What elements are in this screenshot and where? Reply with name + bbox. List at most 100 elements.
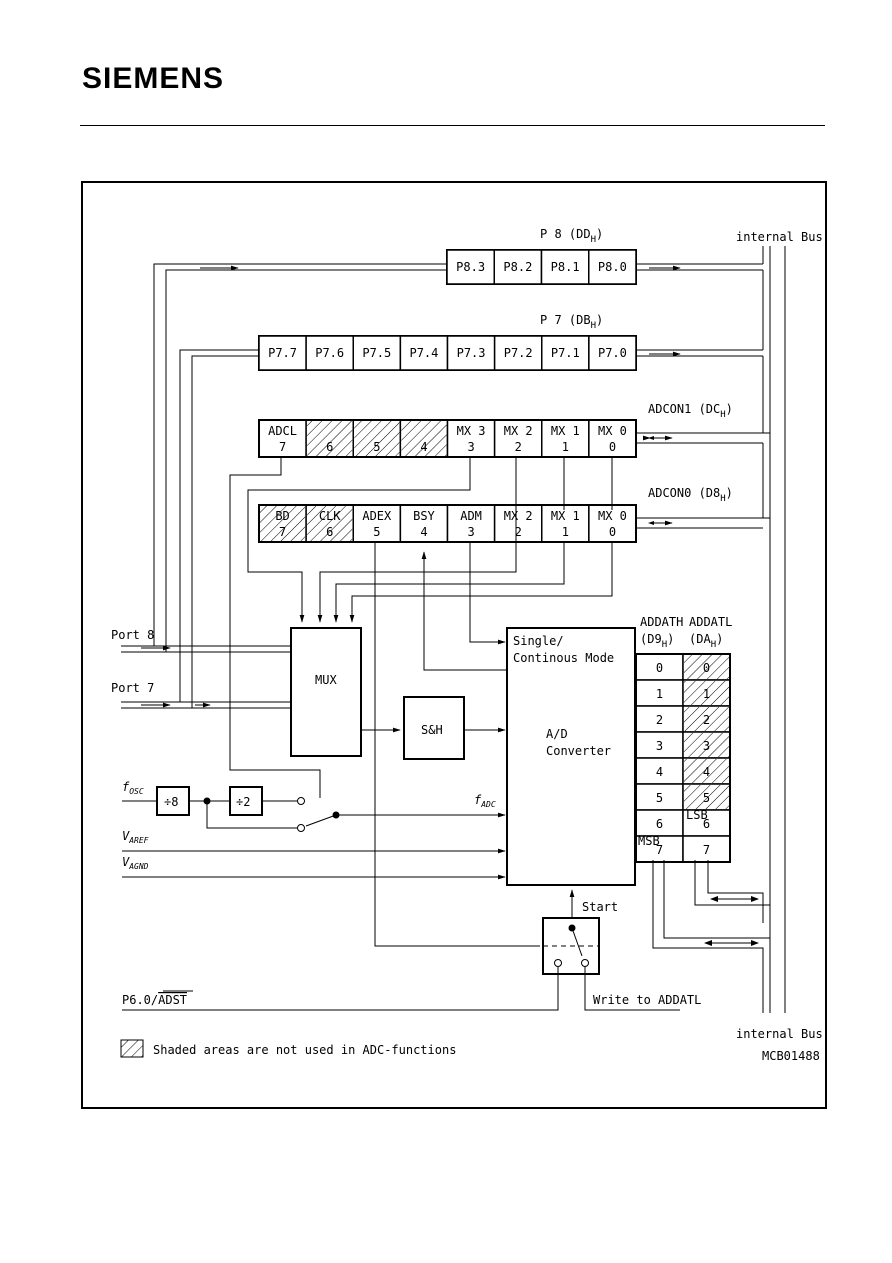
addath-cell: 7 [635,835,684,863]
adcon1-bit-cell-bit: 7 [279,440,286,454]
addath-cell: 4 [635,757,684,785]
p7-title: P 7 (DBH) [540,313,603,331]
addath-bit: 4 [656,765,663,779]
shaded-area [684,655,729,679]
converter-label-line1: A/D [546,727,568,741]
adcon0-bit-cell-bit: 1 [562,525,569,539]
p7-bit-cell: P7.6 [305,335,354,371]
p7-bit-cell-label: P7.3 [457,346,486,360]
addatl-bit: 1 [703,687,710,701]
adcon0-bit-cell: CLK 6 [305,504,354,543]
p7-bit-cell-label: P7.4 [409,346,438,360]
shaded-area [307,421,353,456]
shaded-area [354,421,400,456]
adcon1-bit-cell: 4 [399,419,449,458]
addatl-cell: 0 [682,653,731,681]
adcon1-bit-cell-name: MX 0 [598,424,627,438]
p8-bit-cell: P8.2 [493,249,543,285]
addath-bit: 3 [656,739,663,753]
addatl-bit: 6 [703,817,710,831]
adcon1-bit-cell-bit: 5 [373,440,380,454]
adcon0-bit-cell-name: CLK [319,509,341,523]
adcon0-bit-cell-name: MX 1 [551,509,580,523]
shaded-area [684,785,729,809]
p8-bit-cell-label: P8.2 [503,260,532,274]
p8-title: P 8 (DDH) [540,227,603,245]
mux-label: MUX [315,673,337,687]
port7-lines: Port 7 [111,349,290,709]
adm-line [469,542,506,645]
adcon1-bit-cell-bit: 0 [609,440,616,454]
sh-label: S&H [421,723,443,737]
addatl-cell: 7 [682,835,731,863]
figure-code: MCB01488 [762,1049,820,1063]
div2-label: ÷2 [236,795,250,809]
port7-label: Port 7 [111,681,154,695]
ad-converter-block [506,627,636,886]
sample-hold-block [403,696,465,760]
addath-address: (D9H) [640,632,674,650]
p7-bit-cell: P7.1 [541,335,590,371]
div8-label: ÷8 [164,795,178,809]
adcon0-bit-cell: MX 1 1 [541,504,590,543]
shaded-area [260,506,306,541]
adcon1-bit-cell-name: MX 3 [457,424,486,438]
vagnd-label: VAGND [122,855,149,871]
addath-bit: 6 [656,817,663,831]
adcon1-bit-cell-name: ADCL [268,424,297,438]
msb-marker: MSB [638,834,660,848]
addatl-bit: 7 [703,843,710,857]
fadc-label: fADC [474,793,496,809]
addath-bit: 2 [656,713,663,727]
port8-label: Port 8 [111,628,154,642]
adcon0-bit-cell-bit: 0 [609,525,616,539]
adcon1-bus-connection [636,432,770,518]
addath-cell: 6 [635,809,684,837]
p8-bit-cell-label: P8.1 [551,260,580,274]
adcon1-bit-cell-name: MX 1 [551,424,580,438]
adcon0-bit-cell-name: MX 2 [504,509,533,523]
p7-bit-cell: P7.5 [352,335,402,371]
addatl-bit: 0 [703,661,710,675]
adcon0-bit-cell: MX 22 [493,504,543,543]
adcon1-bit-cell: MX 22 [493,419,543,458]
adcon1-bit-cell-bit: 3 [467,440,474,454]
converter-label-line2: Converter [546,744,611,758]
addatl-bit: 2 [703,713,710,727]
mode-label-line1: Single/ [513,634,564,648]
addath-cell: 0 [635,653,684,681]
adcon1-bit-cell-bit: 4 [420,440,427,454]
adcon0-bit-cell: ADM 3 [446,504,496,543]
p7-bit-cell-label: P7.5 [362,346,391,360]
diagram-frame [81,181,827,1109]
addatl-bit: 5 [703,791,710,805]
p8-bus-connection [636,246,764,350]
p7-bit-cell: P7.3 [446,335,496,371]
adcon0-bus-connection [636,517,770,529]
clock-prescaler: fOSC ÷8 ÷2 fADC [122,780,506,832]
addatl-bit: 3 [703,739,710,753]
shaded-area [401,421,447,456]
addath-bit: 7 [656,843,663,857]
adcon1-bit-cell-bit: 6 [326,440,333,454]
adcon0-bit-cell-bit: 3 [467,525,474,539]
adcon0-bit-cell-name: ADM [460,509,482,523]
p7-bit-cell: P7.4 [399,335,449,371]
shaded-area [684,707,729,731]
addath-bit: 0 [656,661,663,675]
legend-swatch [120,1039,144,1058]
start-switch: Start Write to ADDATL P6.0/ADST [122,889,701,1011]
adcon1-bit-cell: MX 3 3 [446,419,496,458]
varef-label: VAREF [122,829,149,845]
p7-bit-cell-label: P7.6 [315,346,344,360]
internal-bus-label-bottom: internal Bus [736,1027,823,1041]
addath-cell: 2 [635,705,684,733]
p7-bit-cell: P7.2 [493,335,543,371]
adcon0-bit-cell-bit: 6 [326,525,333,539]
div8-block [156,786,190,816]
